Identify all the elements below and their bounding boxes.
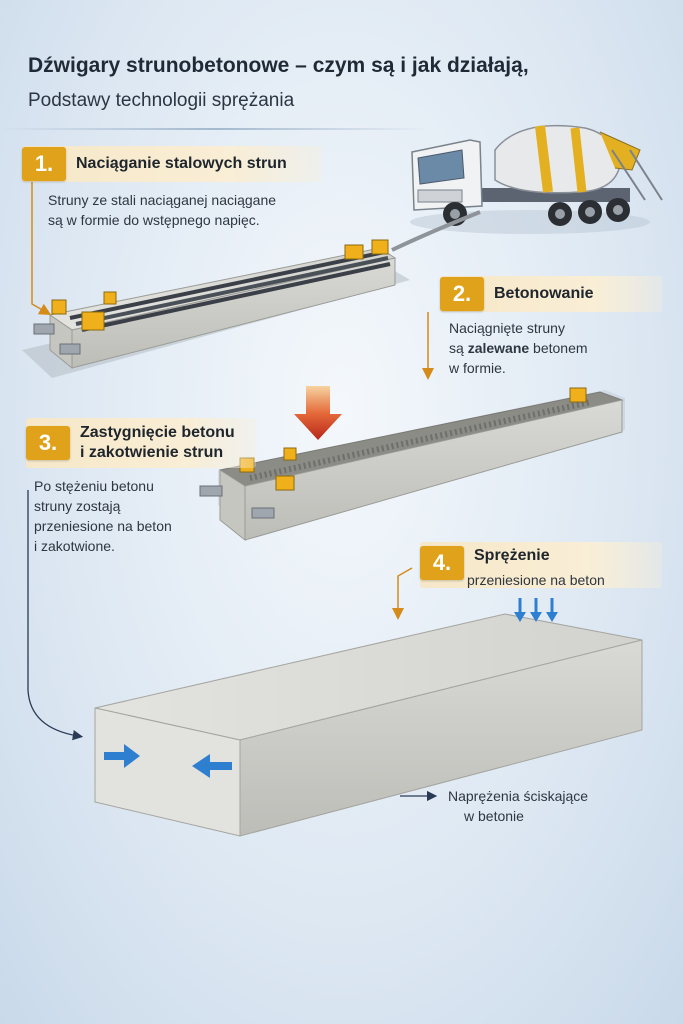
step-2-header: 2. Betonowanie [440, 276, 662, 312]
page-title: Dźwigary strunobetonowe – czym są i jak … [28, 54, 529, 77]
step-1-desc-line: Struny ze stali naciąganej naciągane [48, 192, 277, 208]
step-2-desc-line: są zalewane betonem [449, 338, 649, 358]
step-3-badge: 3. [26, 426, 70, 460]
step-3-header: 3. Zastygnięcie betonu i zakotwienie str… [26, 418, 256, 468]
step-2-desc-post: betonem [529, 340, 588, 356]
step-2-desc-pre: są [449, 340, 468, 356]
step-3-description: Po stężeniu betonu struny zostają przeni… [34, 476, 214, 556]
step-1-desc-line: są w formie do wstępnego napięc. [48, 212, 260, 228]
concrete-form-icon [199, 387, 625, 542]
prestressed-beam-icon [94, 598, 643, 837]
header-divider [0, 128, 430, 130]
step-3-desc-line: Po stężeniu betonu [34, 478, 154, 494]
tensioning-form-icon [22, 239, 410, 378]
step-3-desc-line: struny zostają [34, 498, 121, 514]
step-1-badge: 1. [22, 147, 66, 181]
step-3-title: Zastygnięcie betonu i zakotwienie strun [80, 423, 235, 463]
step-1-header: 1. Naciąganie stalowych strun [22, 146, 322, 182]
step-3-desc-line: i zakotwione. [34, 538, 115, 554]
step-2-desc-line: Naciągnięte struny [449, 320, 565, 336]
pouring-arrow-icon [294, 386, 342, 440]
step-2-badge: 2. [440, 277, 484, 311]
step-2-desc-bold: zalewane [467, 340, 530, 356]
step-1-description: Struny ze stali naciąganej naciągane są … [48, 190, 308, 230]
step-3-title-line: i zakotwienie strun [80, 444, 224, 461]
stress-label: Naprężenia ściskające w betonie [448, 786, 648, 826]
stress-label-line: w betonie [464, 808, 524, 824]
step-4-header: 4. Sprężenie [420, 542, 662, 588]
step-2-desc-line: w formie. [449, 360, 506, 376]
step-4-description: przeniesione na beton [467, 572, 605, 588]
step-4-badge: 4. [420, 546, 464, 580]
step-2-title: Betonowanie [494, 285, 594, 302]
stress-label-line: Naprężenia ściskające [448, 788, 589, 804]
step-2-description: Naciągnięte struny są zalewane betonem w… [449, 318, 649, 378]
page-subtitle: Podstawy technologii sprężania [28, 90, 295, 111]
step-3-desc-line: przeniesione na beton [34, 518, 172, 534]
step-3-title-line: Zastygnięcie betonu [80, 424, 235, 441]
concrete-mixer-truck-icon [391, 124, 663, 252]
step-4-title: Sprężenie [474, 547, 550, 564]
connector-lines [27, 180, 438, 802]
step-1-title: Naciąganie stalowych strun [76, 155, 287, 172]
